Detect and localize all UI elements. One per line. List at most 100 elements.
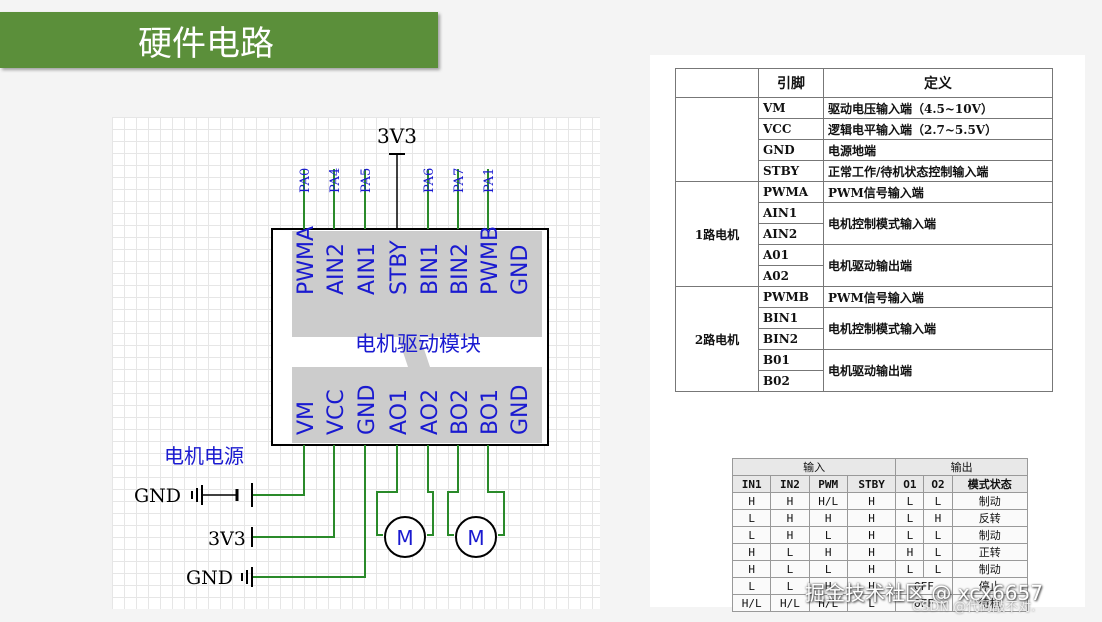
truth-cell: H xyxy=(770,526,810,544)
pin-name-cell: VCC xyxy=(758,118,824,140)
truth-cell: L xyxy=(895,509,925,527)
pin-definition-cell: 电机驱动输出端 xyxy=(823,349,1053,392)
bottom-pin-label: AO1 xyxy=(387,389,412,435)
truth-header-cell: STBY xyxy=(846,475,897,493)
pin-name-cell: B02 xyxy=(758,370,824,392)
truth-cell: L xyxy=(731,509,772,527)
motor-wire xyxy=(447,445,459,536)
truth-cell: H/L xyxy=(731,594,772,612)
truth-cell: H/L xyxy=(770,594,810,612)
pin-table-header-row: 引脚 定义 xyxy=(675,68,1053,98)
top-pin-label: PWMA xyxy=(294,226,319,295)
truth-group-header: 输入 xyxy=(731,458,897,476)
truth-cell: 制动 xyxy=(951,492,1029,510)
top-net-label: PA7 xyxy=(452,168,467,193)
top-net-label: PA1 xyxy=(482,168,497,193)
truth-cell: L xyxy=(808,560,848,578)
pin-name-cell: PWMA xyxy=(758,181,824,203)
truth-cell: H xyxy=(808,509,848,527)
truth-cell: H xyxy=(846,543,897,561)
truth-cell: 制动 xyxy=(951,526,1029,544)
bottom-pin-label: AO2 xyxy=(418,389,443,435)
section-title-banner: 硬件电路 xyxy=(0,12,438,68)
vcc-wire xyxy=(252,445,335,538)
top-pin-label: GND xyxy=(508,245,533,295)
bottom-pin-label: GND xyxy=(508,385,533,435)
motor-wire xyxy=(376,445,398,536)
pin-table-header: 引脚 xyxy=(758,68,824,98)
truth-group-header-row: 输入 输出 xyxy=(731,458,1028,476)
truth-cell: L xyxy=(923,543,953,561)
truth-cell: L xyxy=(770,543,810,561)
truth-header-cell: IN1 xyxy=(731,475,772,493)
top-pin-label: PWMB xyxy=(478,226,503,295)
truth-cell: L xyxy=(923,526,953,544)
pin-definition-cell: 逻辑电平输入端（2.7~5.5V） xyxy=(823,118,1053,140)
top-net-label: PA4 xyxy=(328,168,343,193)
pin-table-header xyxy=(675,68,759,98)
truth-cell: 正转 xyxy=(951,543,1029,561)
truth-cell: 制动 xyxy=(951,560,1029,578)
motor-label: M xyxy=(467,526,484,550)
truth-cell: L xyxy=(923,492,953,510)
truth-cell: 待机 xyxy=(951,594,1029,612)
top-pin-label: BIN2 xyxy=(448,243,473,295)
truth-cell: L xyxy=(923,560,953,578)
gnd-label: GND xyxy=(134,485,181,507)
pin-definition-cell: 电机控制模式输入端 xyxy=(823,202,1053,245)
truth-cell: 停止 xyxy=(951,577,1029,595)
vm-wire xyxy=(252,445,305,496)
motor-wire xyxy=(487,445,505,536)
truth-cell: H xyxy=(731,543,772,561)
motor-circle xyxy=(455,516,497,558)
pin-group-cell: 1路电机 xyxy=(675,181,759,287)
pin-name-cell: AIN1 xyxy=(758,202,824,224)
bottom-pin-label: VCC xyxy=(324,389,349,435)
motor-power-label: 电机电源 xyxy=(164,444,244,468)
pin-definition-cell: 驱动电压输入端（4.5~10V） xyxy=(823,97,1053,119)
truth-cell: L xyxy=(731,526,772,544)
truth-cell: H/L xyxy=(808,492,848,510)
truth-cell: H xyxy=(731,492,772,510)
module-shading xyxy=(292,231,542,443)
power-top-label: 3V3 xyxy=(377,124,417,148)
pin-definition-cell: PWM信号输入端 xyxy=(823,181,1053,203)
pin-definition-cell: 电机驱动输出端 xyxy=(823,244,1053,287)
motor-circle xyxy=(384,516,426,558)
pin-name-cell: BIN1 xyxy=(758,307,824,329)
truth-cell: H xyxy=(923,509,953,527)
top-pin-label: BIN1 xyxy=(418,243,443,295)
truth-header-cell: O2 xyxy=(923,475,953,493)
motor-label: M xyxy=(396,526,413,550)
truth-cell: H xyxy=(846,492,897,510)
pin-definition-cell: 正常工作/待机状态控制输入端 xyxy=(823,160,1053,182)
pin-name-cell: PWMB xyxy=(758,286,824,308)
pin-group-cell: 2路电机 xyxy=(675,286,759,392)
truth-header-cell: IN2 xyxy=(770,475,810,493)
bottom-pin-label: VM xyxy=(294,401,319,435)
truth-header-cell: PWM xyxy=(808,475,848,493)
pin-name-cell: B01 xyxy=(758,349,824,371)
truth-cell: L xyxy=(770,560,810,578)
pin-name-cell: AIN2 xyxy=(758,223,824,245)
pin-name-cell: VM xyxy=(758,97,824,119)
truth-header-cell: 模式状态 xyxy=(951,475,1029,493)
pin-definition-cell: 电源地端 xyxy=(823,139,1053,161)
motor-wire xyxy=(427,445,434,536)
